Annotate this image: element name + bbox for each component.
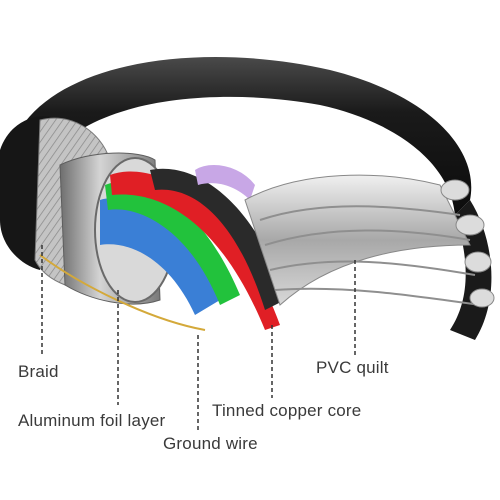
- leader-lines: [41, 245, 356, 430]
- aluminum-foil-label: Aluminum foil layer: [18, 411, 166, 430]
- tinned-copper-label: Tinned copper core: [212, 401, 362, 420]
- tinned-copper-strands: [244, 174, 495, 308]
- cable-jacket-loop: [10, 56, 472, 216]
- wire-purple: [195, 165, 255, 200]
- ground-wire-label: Ground wire: [163, 434, 258, 453]
- wire-green: [105, 181, 240, 305]
- pvc-quilt-label: PVC quilt: [316, 358, 389, 377]
- braid-label: Braid: [18, 362, 59, 381]
- ground-wire: [39, 254, 206, 331]
- wire-blue: [100, 198, 220, 315]
- wire-red: [110, 171, 280, 330]
